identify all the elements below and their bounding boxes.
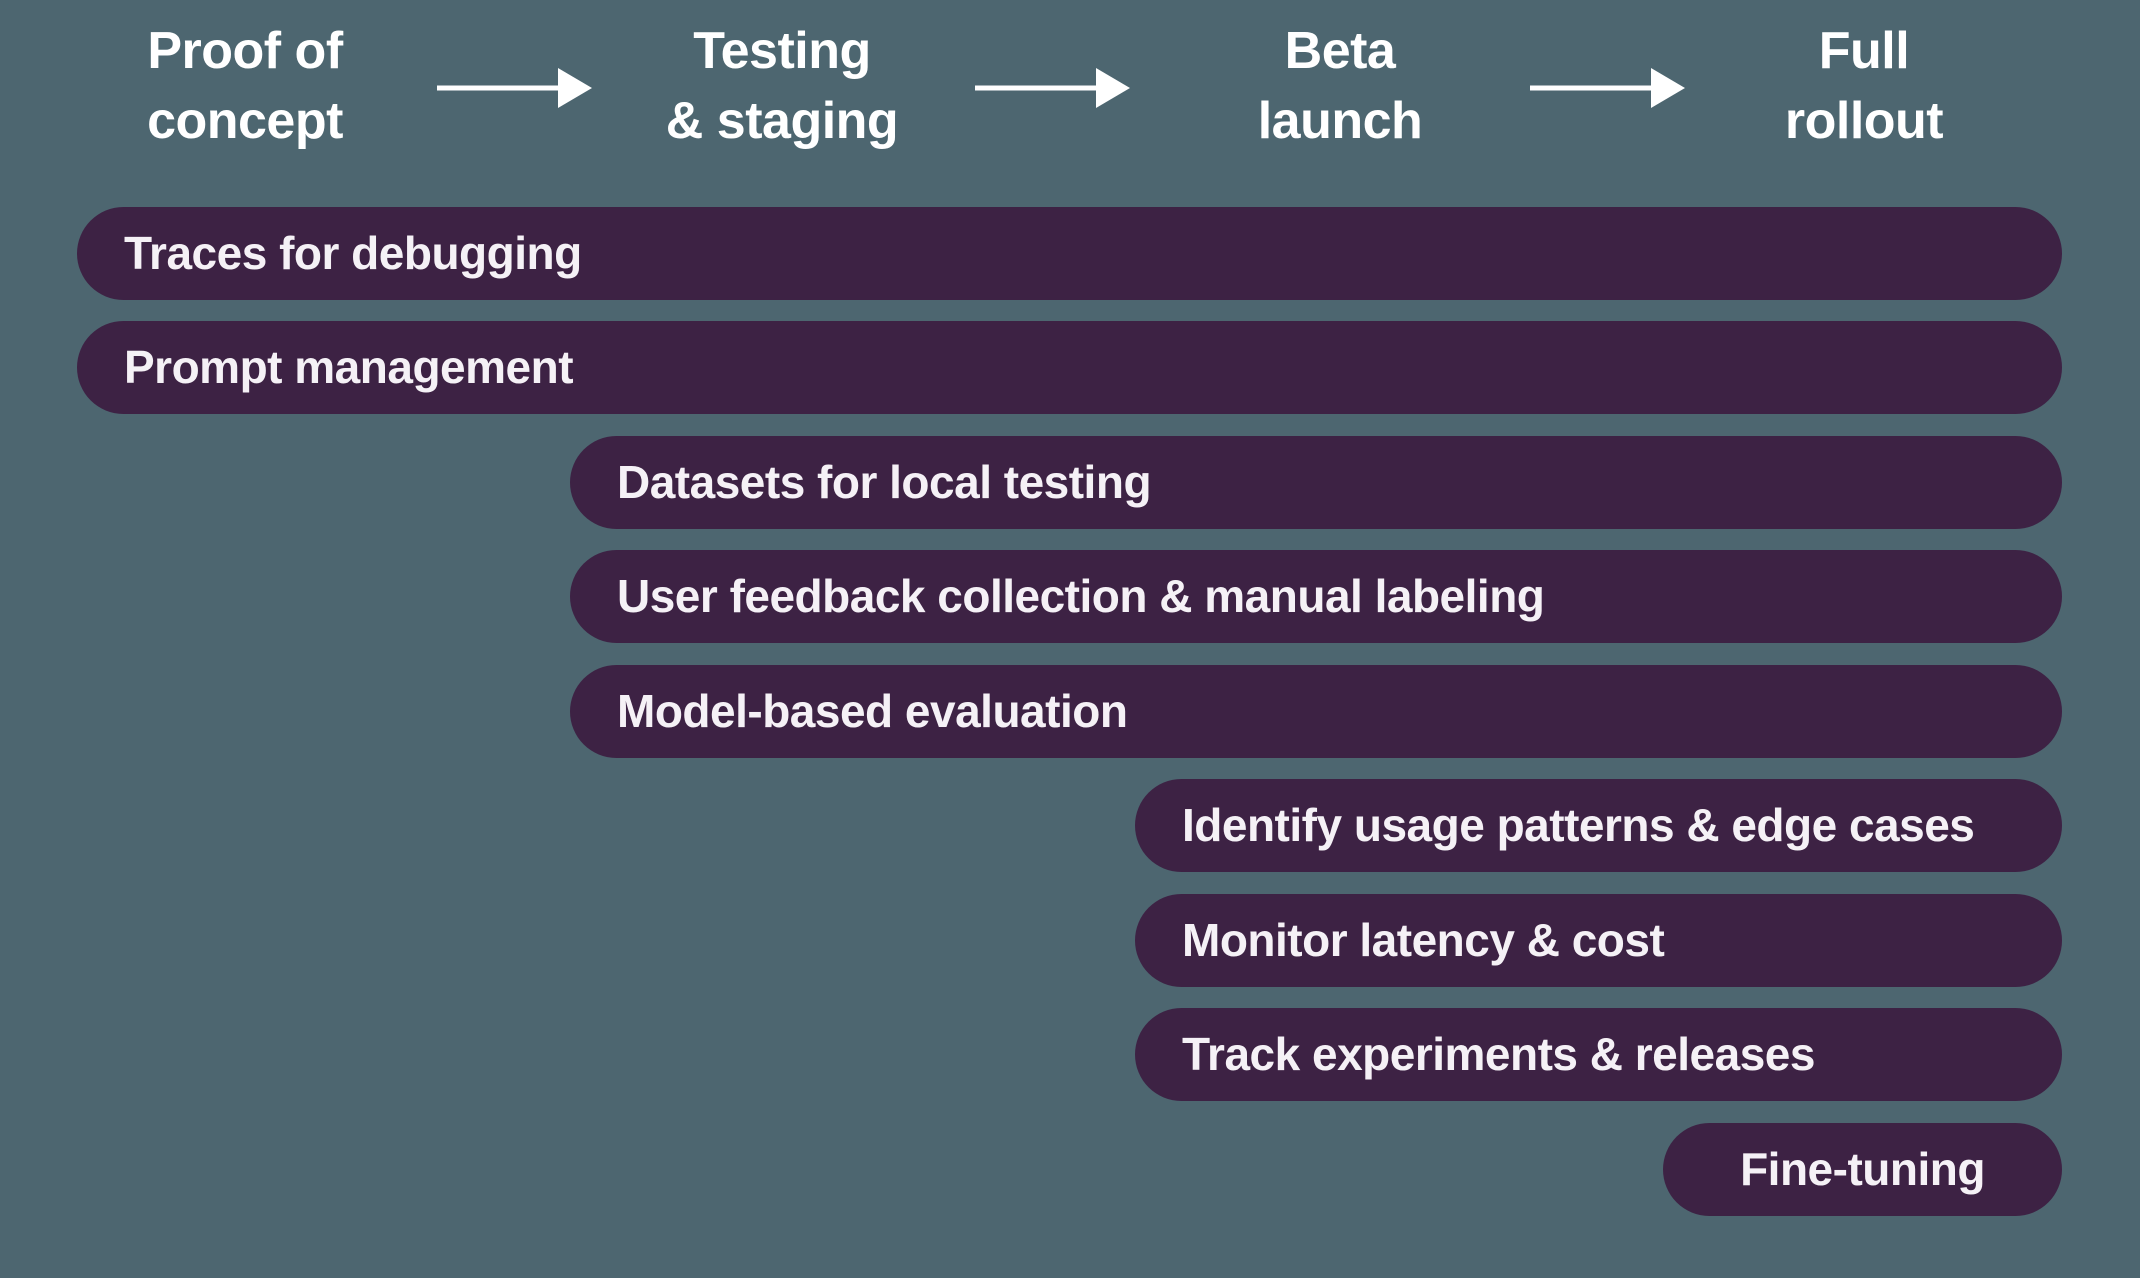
bar-label: Track experiments & releases xyxy=(1182,1028,1815,1080)
stage-header-proof-of-concept: Proof of concept xyxy=(147,22,343,150)
bar-traces-for-debugging: Traces for debugging xyxy=(77,207,2062,300)
bar-label: Datasets for local testing xyxy=(617,456,1152,508)
bar-model-based-evaluation: Model-based evaluation xyxy=(570,665,2062,758)
bar-label: Identify usage patterns & edge cases xyxy=(1182,799,1975,851)
bar-label: User feedback collection & manual labeli… xyxy=(617,570,1545,622)
arrow-right-icon xyxy=(1530,68,1685,108)
arrow-right-icon xyxy=(437,68,592,108)
stage-header-full-rollout: Full rollout xyxy=(1784,22,1944,150)
bar-label: Model-based evaluation xyxy=(617,685,1128,737)
bar-monitor-latency-cost: Monitor latency & cost xyxy=(1135,894,2062,987)
bar-identify-usage-patterns: Identify usage patterns & edge cases xyxy=(1135,779,2062,872)
stage-header-testing-staging: Testing & staging xyxy=(665,22,899,150)
arrow-right-icon xyxy=(975,68,1130,108)
bar-label: Fine-tuning xyxy=(1740,1143,1985,1195)
bar-prompt-management: Prompt management xyxy=(77,321,2062,414)
bar-track-experiments-releases: Track experiments & releases xyxy=(1135,1008,2062,1101)
bar-label: Monitor latency & cost xyxy=(1182,914,1665,966)
stage-header-beta-launch: Beta launch xyxy=(1257,22,1423,150)
bar-fine-tuning: Fine-tuning xyxy=(1663,1123,2062,1216)
bar-datasets-for-local-testing: Datasets for local testing xyxy=(570,436,2062,529)
bar-label: Prompt management xyxy=(124,341,574,393)
bar-label: Traces for debugging xyxy=(124,227,582,279)
bar-user-feedback-collection: User feedback collection & manual labeli… xyxy=(570,550,2062,643)
